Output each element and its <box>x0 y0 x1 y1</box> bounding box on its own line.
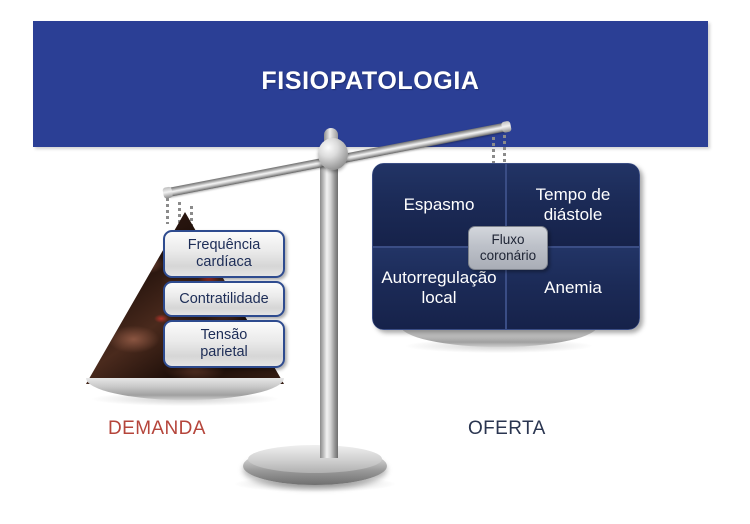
right-hanger-string-1 <box>492 137 495 163</box>
right-hanger-string-2 <box>503 135 506 163</box>
header-banner: FISIOPATOLOGIA <box>33 21 708 147</box>
balance-base-top-plate <box>248 445 382 473</box>
left-pan <box>86 378 284 400</box>
supply-label: OFERTA <box>468 418 546 439</box>
demand-item-frequencia-cardiaca[interactable]: Frequência cardíaca <box>163 230 285 278</box>
balance-column <box>320 158 338 458</box>
demand-item-contratilidade[interactable]: Contratilidade <box>163 281 285 317</box>
left-hanger-string-1 <box>166 198 169 224</box>
balance-fulcrum <box>318 138 348 170</box>
left-hanger-string-2 <box>178 202 181 226</box>
page-title: FISIOPATOLOGIA <box>261 67 480 95</box>
demand-item-tensao-parietal[interactable]: Tensão parietal <box>163 320 285 368</box>
beam-cap-right-icon <box>500 120 512 134</box>
coronary-flow-box[interactable]: Fluxo coronário <box>468 226 548 270</box>
left-hanger-string-3 <box>190 206 193 228</box>
supply-item-autorregulacao-local[interactable]: Autorregulação local <box>372 246 506 330</box>
right-pan <box>400 325 598 347</box>
demand-label: DEMANDA <box>108 418 206 439</box>
supply-panel: Espasmo Tempo de diástole Autorregulação… <box>372 163 640 330</box>
